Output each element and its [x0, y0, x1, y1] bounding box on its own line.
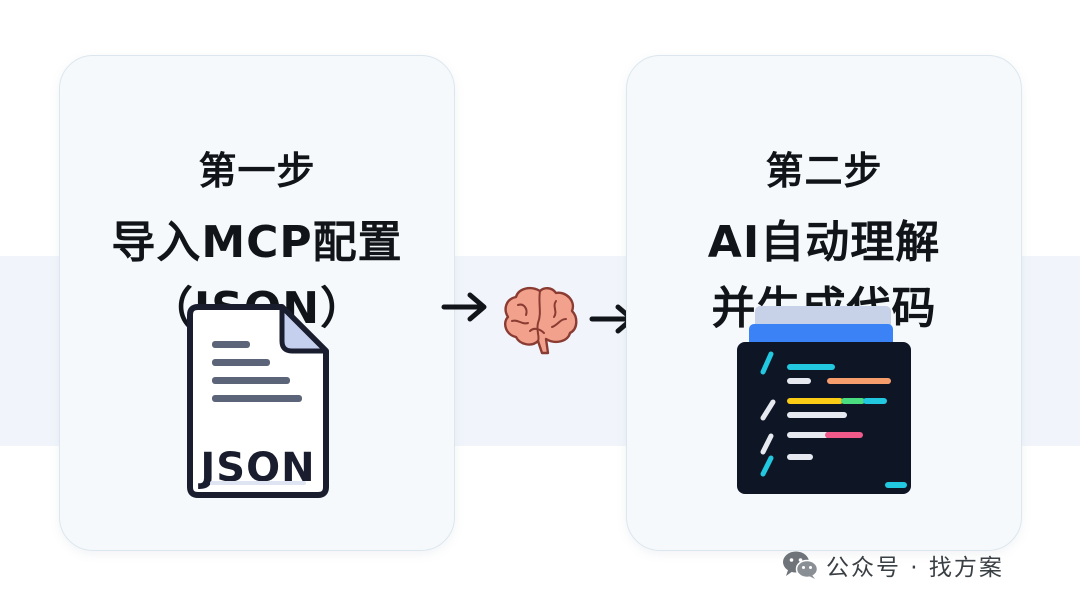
watermark: 公众号 · 找方案: [782, 548, 1004, 582]
brain-icon: [504, 286, 578, 355]
step-1-title-line-1: 导入MCP配置: [111, 217, 403, 268]
step-2-title-line-1: AI自动理解: [707, 217, 941, 268]
text-line: [212, 395, 302, 402]
watermark-text: 公众号 · 找方案: [826, 555, 1004, 581]
wechat-icon: [783, 551, 818, 579]
step-1-card: 第一步 导入MCP配置 （JSON） JSON: [59, 55, 455, 551]
text-line: [210, 481, 306, 485]
code-editor-icon: [737, 306, 911, 494]
json-file-icon: JSON: [187, 304, 329, 498]
step-2-label: 第二步: [765, 149, 883, 193]
text-line: [212, 377, 290, 384]
step-1-label: 第一步: [198, 149, 316, 193]
text-line: [212, 341, 250, 348]
arrow-right-icon: [441, 292, 487, 322]
text-line: [212, 359, 270, 366]
step-2-card: 第二步 AI自动理解 并生成代码: [626, 55, 1022, 551]
